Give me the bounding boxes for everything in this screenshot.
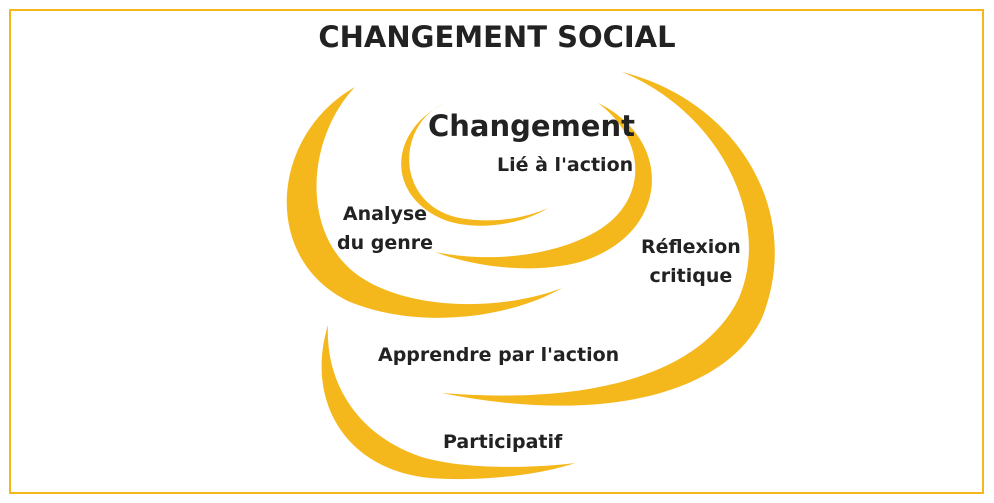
spiral-arc-bottom [321,325,575,480]
label-analyse-line1: Analyse [342,203,428,225]
label-reflexion-critique: Réflexion critique [641,233,741,291]
label-participatif: Participatif [443,431,563,453]
label-reflexion-line2: critique [649,265,733,287]
label-changement: Changement [428,109,635,143]
label-lie-action: Lié à l'action [497,154,634,176]
label-apprendre-par-action: Apprendre par l'action [378,344,620,366]
label-analyse-du-genre: Analyse du genre [337,200,433,258]
diagram-title: CHANGEMENT SOCIAL [318,20,676,54]
label-analyse-line2: du genre [337,232,434,254]
label-reflexion-line1: Réflexion [641,236,741,258]
diagram-frame [9,9,984,494]
